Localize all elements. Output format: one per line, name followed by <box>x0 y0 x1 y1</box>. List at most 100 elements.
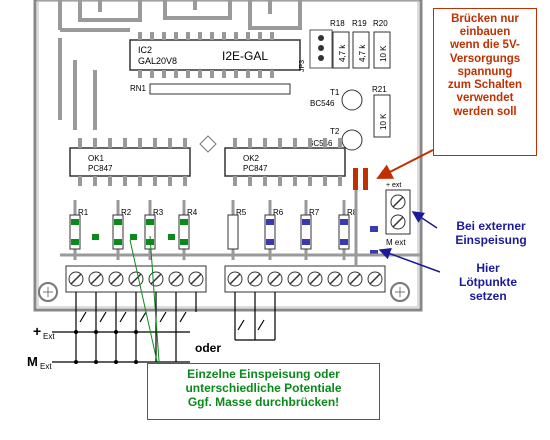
m-ext-sub: Ext <box>40 362 52 371</box>
bridge-note: Brücken nur einbauen wenn die 5V- Versor… <box>433 8 537 156</box>
screw-terminal <box>247 271 263 287</box>
screw-terminal <box>367 271 383 287</box>
solder-note: Hier Lötpunkte setzen <box>440 261 536 312</box>
t2-part: BC546 <box>308 139 333 148</box>
resistor-r8: R8 <box>338 200 358 260</box>
m-ext-board-label: M ext <box>386 238 406 247</box>
external-note-line: Bei externer <box>456 219 526 233</box>
bridge-arrow <box>376 149 434 179</box>
jumper-label: JP3 <box>299 60 306 72</box>
ext-plus-label: + ext <box>386 182 401 189</box>
t1-part: BC546 <box>310 99 335 108</box>
t1-name: T1 <box>330 88 340 97</box>
resistor-network-rn1 <box>149 83 291 95</box>
ok2-part: PC847 <box>243 164 268 173</box>
bridge-note-line: wenn die 5V- <box>450 39 520 52</box>
r18-label: R18 <box>330 19 345 28</box>
r18-value: 4,7 k <box>338 44 347 62</box>
screw-terminal <box>68 271 84 287</box>
r19-label: R19 <box>352 19 367 28</box>
single-supply-note: Einzelne Einspeisung oder unterschiedlic… <box>147 363 380 420</box>
resistor-r5: R5 <box>227 200 247 260</box>
green-pointer-2 <box>149 235 161 376</box>
r21-value: 10 K <box>379 113 388 130</box>
single-note-line: Einzelne Einspeisung oder <box>187 367 340 381</box>
top-traces <box>58 0 302 130</box>
external-arrow <box>411 211 438 229</box>
single-note-line: unterschiedliche Potentiale <box>185 380 342 395</box>
resistor-r2: R2 <box>112 200 132 260</box>
transistor-t1 <box>341 89 363 111</box>
oder-label: oder <box>195 341 221 355</box>
wiring-junctions <box>74 330 138 364</box>
ic2-label: I2E-GAL <box>222 49 268 63</box>
resistor-r7: R7 <box>300 200 320 260</box>
resistor-label: R3 <box>153 208 164 217</box>
r21-label: R21 <box>372 85 387 94</box>
ic2-name: IC2 <box>138 45 152 55</box>
bridge-note-line: verwendet <box>456 92 514 105</box>
solder-note-line: Lötpunkte <box>459 274 517 289</box>
external-note: Bei externer Einspeisung <box>438 219 544 256</box>
resistor-label: R6 <box>273 208 284 217</box>
m-ext-label: M <box>27 354 38 369</box>
resistor-r6: R6 <box>264 200 284 260</box>
screw-terminals <box>65 265 386 293</box>
bridge-note-line: zum Schalten <box>447 79 523 92</box>
resistor-label: R7 <box>309 208 320 217</box>
r19-value: 4,7 k <box>358 44 367 62</box>
bridge-note-line: einbauen <box>459 26 511 39</box>
plus-ext-sub: Ext <box>43 332 55 341</box>
rn1-label: RN1 <box>130 84 147 93</box>
screw-terminal <box>307 271 323 287</box>
solder-pad-2 <box>370 250 378 256</box>
resistor-r1: R1 <box>69 200 89 260</box>
bridge-note-line: Brücken nur <box>451 13 519 25</box>
ok2-name: OK2 <box>243 154 260 163</box>
single-note-line: Ggf. Masse durchbrücken! <box>187 394 340 409</box>
plus-ext-label: + <box>33 323 41 339</box>
resistor-label: R4 <box>187 208 198 217</box>
screw-terminal <box>188 271 204 287</box>
bridge-note-line: spannung <box>457 65 513 78</box>
resistors-top-right: R18 R19 R20 4,7 k 4,7 k 10 K <box>330 19 391 69</box>
optocouplers: OK1 PC847 OK2 PC847 <box>69 138 346 186</box>
transistor-t2 <box>341 129 363 151</box>
solder-note-line: Hier <box>476 261 500 275</box>
solder-note-line: setzen <box>469 288 507 303</box>
input-resistors: R1 R2 R3 R4 R5 R6 R7 R8 <box>69 200 358 260</box>
green-pointer-1 <box>129 239 161 376</box>
bridge-note-line: werden soll <box>453 105 517 118</box>
screw-terminal <box>327 271 343 287</box>
bridge-note-line: Versorgungs <box>449 52 521 65</box>
ic2-part: GAL20V8 <box>138 56 177 66</box>
solder-arrow <box>378 247 441 273</box>
resistor-label: R5 <box>236 208 247 217</box>
resistor-label: R1 <box>78 208 89 217</box>
bridge-jumpers <box>353 168 368 190</box>
screw-terminal <box>168 271 184 287</box>
ok1-name: OK1 <box>88 154 105 163</box>
t2-name: T2 <box>330 127 340 136</box>
resistor-label: R8 <box>347 208 358 217</box>
screw-terminal <box>347 271 363 287</box>
external-note-line: Einspeisung <box>455 232 527 247</box>
screw-terminal <box>227 271 243 287</box>
screw-terminal <box>267 271 283 287</box>
screw-terminal <box>287 271 303 287</box>
screw-terminal <box>148 271 164 287</box>
screw-terminal <box>128 271 144 287</box>
ext-supply-terminal: + ext M ext <box>385 182 411 247</box>
screw-terminal <box>108 271 124 287</box>
diamond-mark <box>199 135 217 153</box>
screw-terminal <box>88 271 104 287</box>
ok1-part: PC847 <box>88 164 113 173</box>
r20-label: R20 <box>373 19 388 28</box>
mounting-holes <box>38 282 410 302</box>
r20-value: 10 K <box>379 45 388 62</box>
solder-pad-1 <box>370 226 378 232</box>
resistor-label: R2 <box>121 208 132 217</box>
resistor-r21 <box>373 94 391 138</box>
